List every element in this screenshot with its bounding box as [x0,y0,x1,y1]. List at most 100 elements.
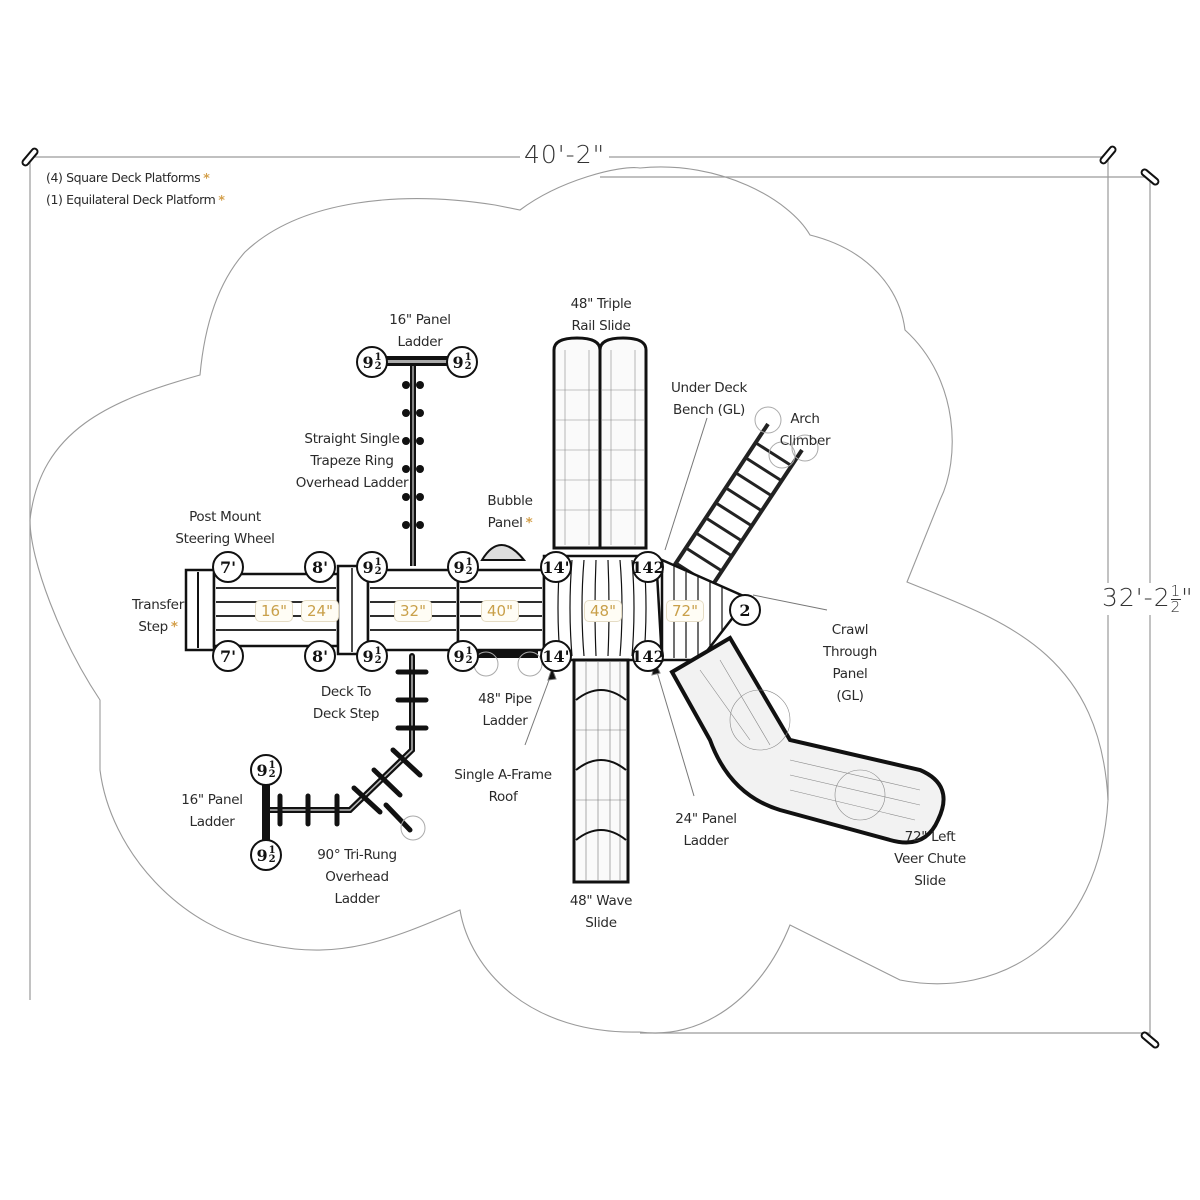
label-line: Climber [779,433,831,449]
wave-slide [572,658,630,884]
asterisk-icon: * [203,170,210,185]
label-line: 48" Wave [569,893,633,909]
label-arch-climber: Arch Climber [779,408,831,452]
legend-text: (4) Square Deck Platforms [46,170,201,185]
fraction-num: 1 [268,760,276,771]
width-dimension: 40'-2" [520,140,610,169]
label-aframe-roof: Single A-Frame Roof [454,764,552,808]
label-line: Step [138,619,168,635]
leader-lines [524,417,828,797]
tick-mark [1140,168,1160,186]
label-line: Bubble [487,493,533,509]
post-suffix: 2 [653,557,665,577]
label-line: Rail Slide [571,318,631,334]
label-transfer-step: Transfer Step* [132,594,184,638]
post-whole: 9 [256,760,268,780]
fraction-den: 2 [464,361,472,372]
label-line: 24" Panel [675,811,737,827]
label-bubble-panel: Bubble Panel* [487,490,533,534]
triple-rail-slide [552,336,648,550]
deck-to-deck-step [336,564,370,656]
fraction-num: 1 [374,646,382,657]
post-whole: 9 [452,352,464,372]
label-line: 16" Panel [181,792,243,808]
post-whole: 14 [631,646,654,666]
post-7ft: 7' [212,640,244,672]
post-2: 2 [729,594,761,626]
legend-text: (1) Equilateral Deck Platform [46,192,216,207]
label-triple-rail-slide: 48" Triple Rail Slide [571,293,632,337]
tri-rung-overhead-ladder [262,653,429,845]
label-pipe-ladder: 48" Pipe Ladder [478,688,532,732]
label-line: Ladder [683,833,729,849]
label-line: Steering Wheel [175,531,275,547]
use-zone-boundary [29,166,1109,1034]
label-line: Trapeze Ring [310,453,394,469]
label-line: Slide [585,915,617,931]
fraction-den: 2 [465,655,473,666]
label-line: 48" Pipe [478,691,532,707]
label-line: 90° Tri-Rung [317,847,397,863]
label-trapeze-ladder: Straight Single Trapeze Ring Overhead La… [296,428,409,494]
label-deck-to-deck-step: Deck To Deck Step [312,681,380,725]
label-line: Ladder [189,814,235,830]
label-line: Slide [914,873,946,889]
trapeze-overhead-ladder [372,356,462,566]
fraction-num: 1 [374,557,382,568]
post-whole: 9 [453,646,465,666]
fraction-den: 2 [374,361,382,372]
label-line: 48" Triple [570,296,632,312]
transfer-step [184,568,216,652]
label-line: Veer Chute [894,851,966,867]
fraction-den: 2 [268,769,276,780]
label-line: Overhead Ladder [295,475,409,491]
fraction-den: 2 [1170,597,1182,616]
fraction-den: 2 [374,566,382,577]
post-14ft: 14' [540,640,572,672]
label-panel-ladder-24: 24" Panel Ladder [675,808,737,852]
label-line: Straight Single [304,431,400,447]
label-line: Arch [790,411,820,427]
deck-height-24: 24" [301,600,339,622]
deck-height-48: 48" [584,600,622,622]
fraction-num: 1 [268,845,276,856]
fraction-den: 2 [374,655,382,666]
label-line: (GL) [836,688,864,704]
label-line: Transfer [132,597,184,613]
left-veer-chute-slide [669,635,946,845]
label-line: Crawl [831,622,869,638]
bubble-panel [480,544,527,561]
dimension-ticks [21,145,1160,1049]
label-line: Deck Step [312,706,380,722]
label-line: Overhead [325,869,389,885]
label-line: Through [823,644,877,660]
fraction-den: 2 [268,854,276,865]
post-whole: 9 [453,557,465,577]
deck-height-72: 72" [666,600,704,622]
asterisk-icon: * [218,192,225,207]
label-line: 72" Left [904,829,956,845]
fraction-num: 1 [465,646,473,657]
label-panel-ladder-left: 16" Panel Ladder [181,789,243,833]
asterisk-icon: * [170,619,178,635]
arch-climber [666,406,819,600]
post-8ft: 8' [304,640,336,672]
label-crawl-through-panel: Crawl Through Panel (GL) [823,619,877,707]
